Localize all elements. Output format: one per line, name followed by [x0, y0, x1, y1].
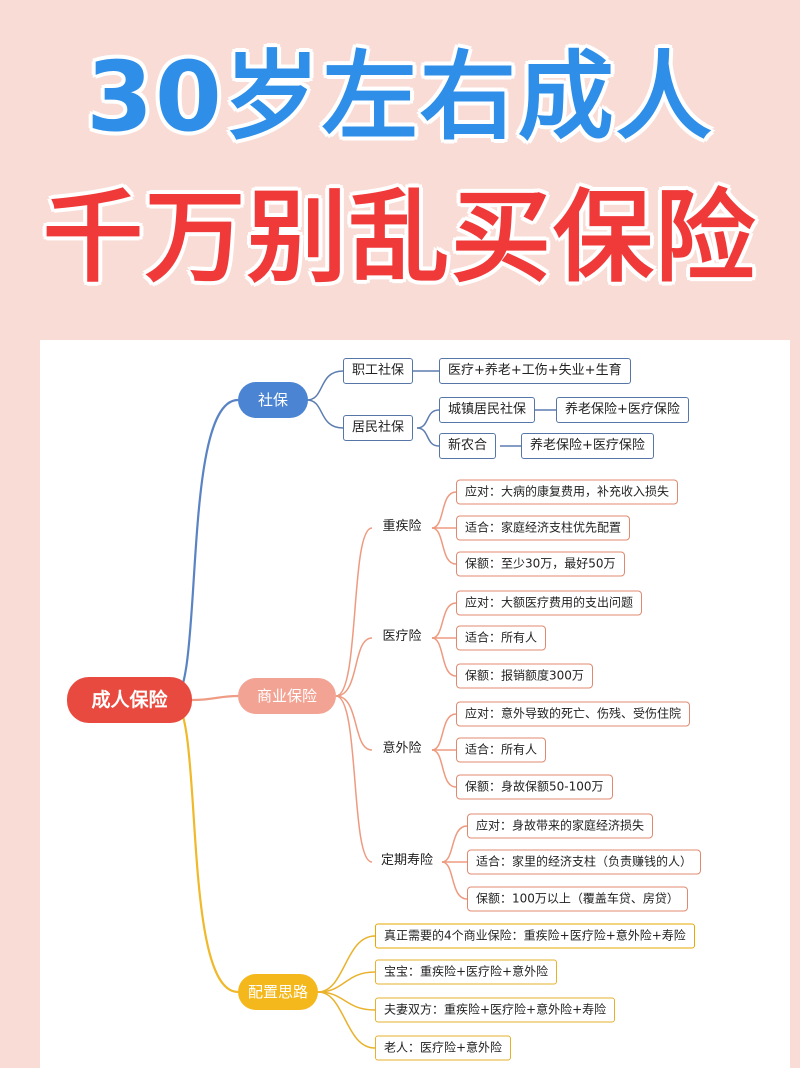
leaf-accident-cover: 应对：意外导致的死亡、伤残、受伤住院 [456, 701, 691, 727]
leaf-term-cover: 应对：身故带来的家庭经济损失 [467, 813, 654, 839]
title-line-1: 30岁左右成人 [86, 41, 714, 153]
leaf-critical-suitable: 适合：家庭经济支柱优先配置 [456, 515, 631, 541]
branch-plan: 配置思路 [238, 974, 318, 1010]
title-line-2: 千万别乱买保险 [43, 179, 757, 296]
node-accident: 意外险 [382, 741, 422, 756]
node-urban-resident: 城镇居民社保 [439, 397, 536, 423]
node-employee-insurance: 职工社保 [343, 358, 414, 384]
leaf-employee-coverage: 医疗+养老+工伤+失业+生育 [439, 358, 631, 384]
node-critical-illness: 重疾险 [382, 519, 422, 534]
node-resident-insurance: 居民社保 [343, 415, 414, 441]
leaf-plan-elderly: 老人：医疗险+意外险 [375, 1035, 512, 1061]
leaf-accident-suitable: 适合：所有人 [456, 737, 547, 763]
leaf-medical-suitable: 适合：所有人 [456, 625, 547, 651]
leaf-plan-essential: 真正需要的4个商业保险：重疾险+医疗险+意外险+寿险 [375, 923, 695, 949]
leaf-critical-amount: 保额：至少30万，最好50万 [456, 551, 625, 577]
leaf-rural-coverage: 养老保险+医疗保险 [521, 433, 654, 459]
leaf-plan-couple: 夫妻双方：重疾险+医疗险+意外险+寿险 [375, 997, 616, 1023]
root-node: 成人保险 [67, 677, 192, 723]
leaf-accident-amount: 保额：身故保额50-100万 [456, 774, 613, 800]
branch-commercial: 商业保险 [238, 678, 336, 714]
leaf-term-amount: 保额：100万以上（覆盖车贷、房贷） [467, 886, 688, 912]
leaf-medical-cover: 应对：大额医疗费用的支出问题 [456, 590, 643, 616]
node-term-life: 定期寿险 [380, 853, 433, 868]
leaf-plan-baby: 宝宝：重疾险+医疗险+意外险 [375, 959, 558, 985]
leaf-urban-coverage: 养老保险+医疗保险 [556, 397, 689, 423]
node-rural-coop: 新农合 [439, 433, 497, 459]
branch-social: 社保 [238, 382, 308, 418]
leaf-term-suitable: 适合：家里的经济支柱（负责赚钱的人） [467, 849, 702, 875]
leaf-medical-amount: 保额：报销额度300万 [456, 663, 593, 689]
node-medical: 医疗险 [382, 629, 422, 644]
leaf-critical-cover: 应对：大病的康复费用，补充收入损失 [456, 479, 679, 505]
